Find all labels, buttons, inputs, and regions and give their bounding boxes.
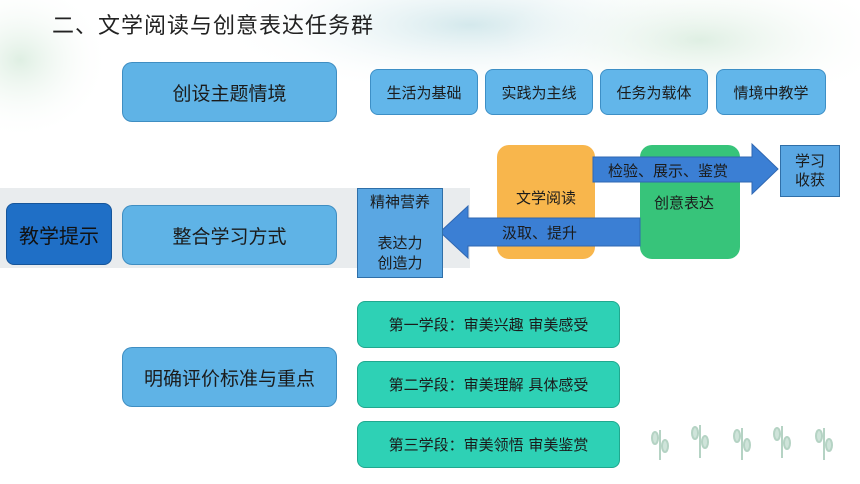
outcome-line: 创造力 xyxy=(377,253,423,272)
main-item-evaluation: 明确评价标准与重点 xyxy=(122,347,337,407)
main-item-integration: 整合学习方式 xyxy=(122,205,337,265)
outcome-line: 表达力 xyxy=(377,234,423,252)
stage-box: 第三学段：审美领悟 审美鉴赏 xyxy=(357,421,620,468)
gain-line: 学习 xyxy=(794,151,825,170)
page-title: 二、文学阅读与创意表达任务群 xyxy=(52,14,375,39)
outcome-box: 精神营养 表达力 创造力 xyxy=(357,188,443,278)
principle-tag: 实践为主线 xyxy=(485,69,593,115)
stage-box: 第一学段：审美兴趣 审美感受 xyxy=(357,301,620,348)
outcome-line: 精神营养 xyxy=(369,193,430,211)
backward-arrow-label: 汲取、提升 xyxy=(502,224,578,242)
creative-label: 创意表达 xyxy=(653,193,714,212)
principle-tag: 生活为基础 xyxy=(370,69,478,115)
teaching-tips-label: 教学提示 xyxy=(6,203,112,265)
principle-tag: 情境中教学 xyxy=(716,69,826,115)
main-item-scenario: 创设主题情境 xyxy=(122,62,337,122)
principle-tag: 任务为载体 xyxy=(600,69,708,115)
gain-line: 收获 xyxy=(794,171,825,189)
forward-arrow-label: 检验、展示、鉴赏 xyxy=(608,162,729,180)
leaf-sprigs xyxy=(651,425,833,460)
learning-gain-box: 学习 收获 xyxy=(780,145,840,197)
reading-label: 文学阅读 xyxy=(515,188,576,207)
stage-box: 第二学段：审美理解 具体感受 xyxy=(357,361,620,408)
